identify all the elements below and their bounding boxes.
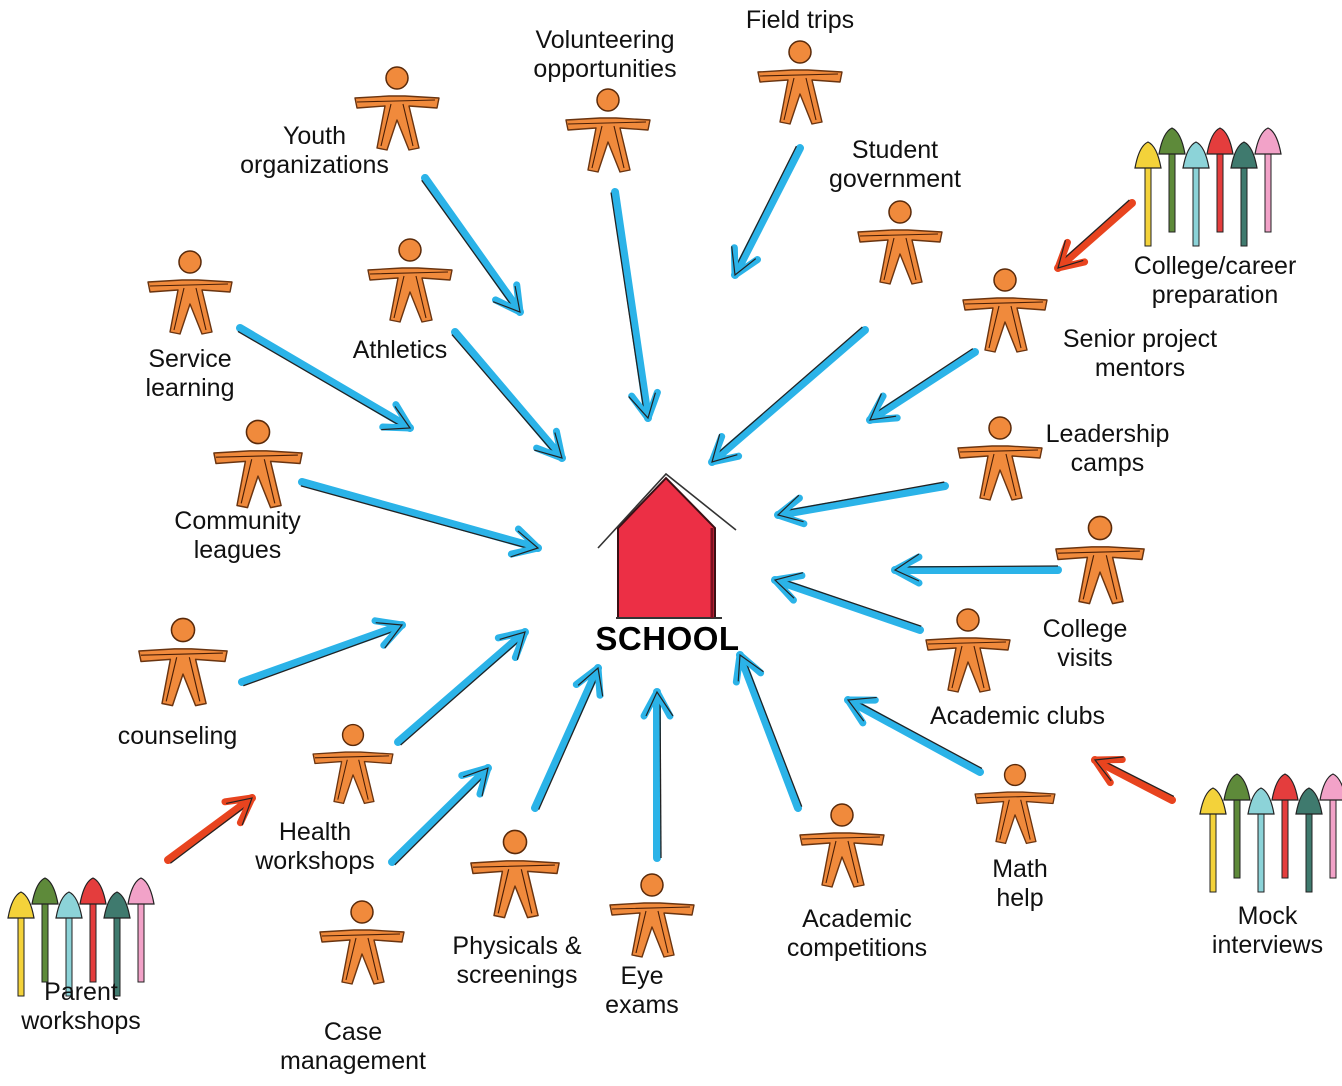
group-mock-interviews-icon (1199, 773, 1342, 893)
person-community-icon (213, 419, 303, 509)
person-health-workshops-icon (312, 723, 394, 805)
arrow-academic-comp (732, 651, 803, 812)
person-eye-exams-icon (609, 873, 695, 958)
arrow-athletics (451, 328, 566, 462)
school-label: SCHOOL (595, 620, 740, 657)
arrow-field-trips (730, 144, 804, 279)
person-volunteering-icon (565, 88, 651, 173)
label-academic-clubs: Academic clubs (929, 702, 1106, 730)
arrow-physicals (531, 664, 604, 812)
person-math-help-icon (974, 763, 1056, 845)
label-counseling: counseling (117, 722, 238, 750)
person-academic-comp-icon (799, 803, 885, 888)
person-academic-clubs-icon (925, 608, 1011, 693)
arrow-case-management (388, 764, 492, 866)
arrow-community (298, 478, 542, 558)
group-college-career-icon (1134, 127, 1282, 247)
arrow-mock-interviews (1091, 756, 1176, 804)
arrow-counseling (238, 617, 406, 687)
arrow-senior-project (866, 348, 979, 424)
person-student-gov-icon (857, 200, 943, 285)
person-field-trips-icon (757, 40, 843, 125)
arrow-college-visits (891, 553, 1062, 587)
person-service-learning-icon (147, 250, 233, 335)
group-parent-workshops-icon (7, 877, 155, 997)
person-leadership-icon (957, 416, 1043, 501)
arrow-youth-orgs (421, 174, 524, 316)
person-athletics-icon (367, 238, 453, 323)
label-field-trips: Field trips (745, 6, 855, 34)
label-physicals-screenings: Physicals &screenings (452, 932, 582, 989)
person-counseling-icon (138, 617, 228, 707)
arrow-student-gov (708, 326, 869, 466)
arrow-leadership (774, 481, 949, 528)
arrow-health-workshops (394, 628, 529, 746)
arrow-math-help (844, 696, 984, 776)
person-college-visits-icon (1055, 515, 1145, 605)
person-physicals-icon (470, 829, 560, 919)
person-senior-project-icon (962, 268, 1048, 353)
arrow-college-career (1054, 199, 1136, 272)
arrow-academic-clubs (771, 572, 924, 634)
arrow-parent-workshops (164, 794, 256, 864)
person-case-management-icon (319, 900, 405, 985)
label-athletics: Athletics (352, 336, 448, 364)
arrow-eye-exams (640, 688, 674, 862)
person-youth-orgs-icon (354, 66, 440, 151)
school-house-icon (597, 472, 737, 619)
arrow-service-learning (236, 324, 414, 432)
arrow-volunteering (610, 188, 661, 422)
